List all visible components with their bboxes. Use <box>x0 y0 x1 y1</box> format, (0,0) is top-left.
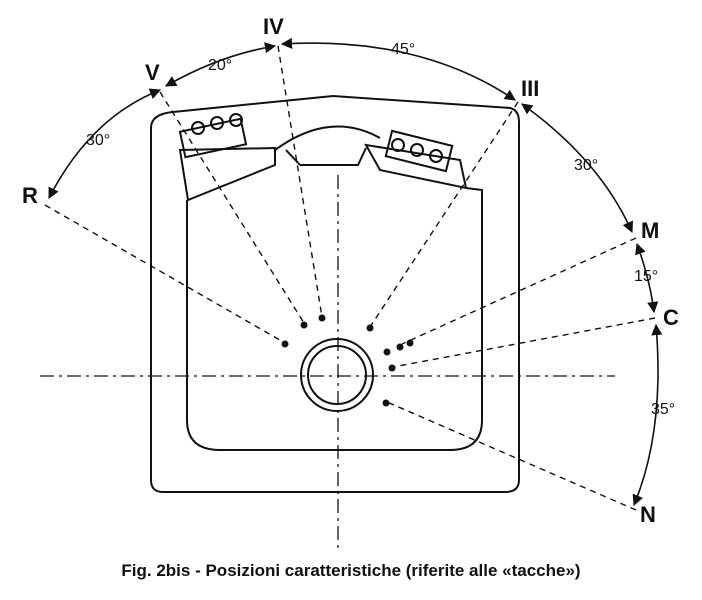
label-C: C <box>663 305 679 330</box>
arc-V-IV <box>165 42 277 87</box>
angle-label-III-M: 30° <box>574 157 598 174</box>
ray-N <box>386 401 637 511</box>
shaft-outer-ring <box>300 338 374 412</box>
ray-C <box>392 317 656 368</box>
label-N: N <box>640 502 656 527</box>
ray-IV <box>277 45 323 318</box>
label-M: M <box>641 218 659 243</box>
arc-R-V <box>48 88 162 199</box>
left-valve-block <box>178 113 276 202</box>
angle-label-V-IV: 20° <box>208 57 232 74</box>
figure-caption: Fig. 2bis - Posizioni caratteristiche (r… <box>121 561 581 580</box>
dot <box>406 339 414 347</box>
dot <box>382 399 390 407</box>
dot <box>396 343 404 351</box>
angle-label-M-C: 15° <box>634 268 658 285</box>
arc-M-C <box>635 242 659 314</box>
inner-chamber <box>186 187 483 451</box>
ray-M <box>401 237 637 345</box>
arc-IV-III <box>280 37 516 101</box>
angle-arcs <box>48 37 663 507</box>
angle-label-R-V: 30° <box>86 132 110 149</box>
label-IV: IV <box>263 14 284 39</box>
outer-housing <box>150 94 520 493</box>
label-R: R <box>22 183 38 208</box>
label-V: V <box>145 60 160 85</box>
angle-label-C-N: 35° <box>651 401 675 418</box>
position-rays <box>44 45 656 511</box>
dot <box>388 364 396 372</box>
angle-label-IV-III: 45° <box>391 41 415 58</box>
dot <box>383 348 391 356</box>
reference-dots <box>281 314 414 407</box>
arc-III-M <box>521 103 634 234</box>
dot <box>318 314 326 322</box>
cylinder-head-arch <box>274 125 381 166</box>
ray-R <box>44 204 286 344</box>
dot <box>366 324 374 332</box>
ray-V <box>159 91 305 324</box>
ray-III <box>369 101 519 328</box>
arc-C-N <box>632 323 663 507</box>
right-valve-block <box>364 129 468 190</box>
label-III: III <box>521 76 539 101</box>
shaft-inner-ring <box>307 345 367 405</box>
dot <box>300 321 308 329</box>
dot <box>281 340 289 348</box>
